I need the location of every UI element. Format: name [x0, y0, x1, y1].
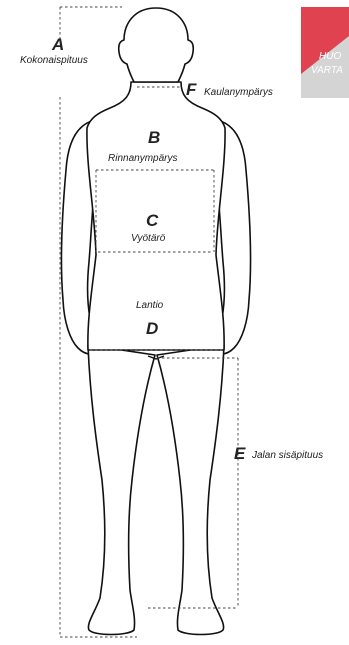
- left-leg-outline: [88, 345, 155, 635]
- measurement-f-letter: F: [186, 80, 197, 99]
- measurement-c-letter: C: [146, 211, 159, 230]
- measurement-b-label: Rinnanympärys: [108, 153, 177, 164]
- measurement-a-label: Kokonaispituus: [20, 55, 88, 66]
- measurement-f-label: Kaulanympärys: [204, 87, 273, 98]
- notice-line-2: VARTA: [311, 65, 343, 76]
- measurement-b-letter: B: [148, 128, 160, 147]
- measurement-d-label: Lantio: [136, 300, 164, 311]
- measurement-e-label: Jalan sisäpituus: [251, 450, 323, 461]
- head-outline: [119, 8, 194, 82]
- measurement-e-letter: E: [234, 444, 246, 463]
- measurement-c-label: Vyötärö: [131, 233, 166, 244]
- measurement-a-letter: A: [51, 35, 64, 54]
- right-leg-outline: [157, 345, 224, 635]
- measurement-d-letter: D: [146, 319, 158, 338]
- notice-badge: HUO VARTA: [301, 7, 349, 98]
- notice-line-1: HUO: [319, 51, 341, 62]
